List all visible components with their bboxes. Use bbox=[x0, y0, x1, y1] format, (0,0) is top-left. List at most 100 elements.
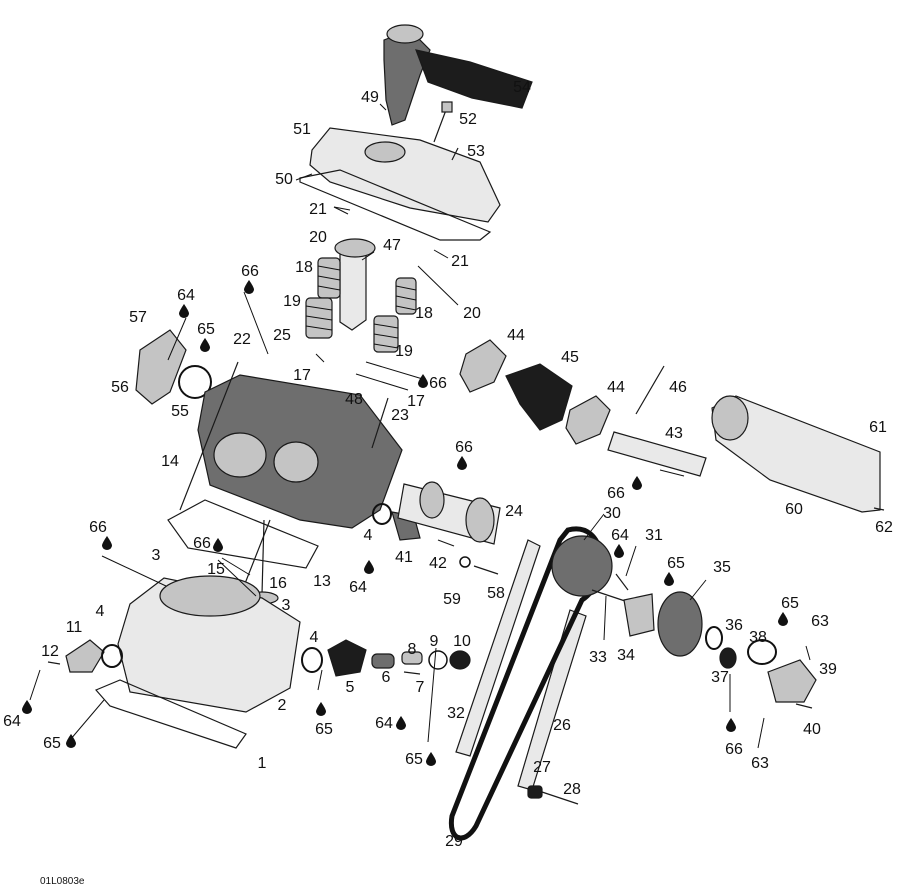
callout-1: 1 bbox=[258, 755, 267, 772]
callout-34: 34 bbox=[617, 647, 635, 664]
callout-66: 66 bbox=[193, 535, 211, 552]
part-59-washer bbox=[459, 556, 471, 568]
callout-57: 57 bbox=[129, 309, 147, 326]
part-53-screw bbox=[451, 147, 459, 161]
callout-47: 47 bbox=[383, 237, 401, 254]
callout-21: 21 bbox=[309, 201, 327, 218]
intake-port-left-icon bbox=[213, 432, 267, 478]
callout-44: 44 bbox=[607, 379, 625, 396]
part-45-rocker-shaft bbox=[505, 363, 573, 431]
part-29-timing-chain bbox=[448, 526, 604, 841]
part-52-bolt bbox=[433, 101, 453, 143]
callout-15: 15 bbox=[207, 561, 225, 578]
callout-17: 17 bbox=[293, 367, 311, 384]
callout-65: 65 bbox=[405, 751, 423, 768]
part-4-o-ring-mid bbox=[301, 647, 323, 673]
callout-2: 2 bbox=[278, 697, 287, 714]
part-46-bolt bbox=[635, 365, 665, 415]
lubricant-drop-icon bbox=[396, 716, 406, 730]
callout-43: 43 bbox=[665, 425, 683, 442]
callout-49: 49 bbox=[361, 89, 379, 106]
lubricant-drop-icon bbox=[213, 538, 223, 552]
part-56-housing bbox=[135, 329, 187, 405]
callout-65: 65 bbox=[197, 321, 215, 338]
lubricant-drop-icon bbox=[66, 734, 76, 748]
part-6-plunger bbox=[371, 653, 395, 669]
callout-53: 53 bbox=[467, 143, 485, 160]
callout-63: 63 bbox=[751, 755, 769, 772]
part-54-bracket bbox=[415, 49, 533, 109]
callout-10: 10 bbox=[453, 633, 471, 650]
part-19-spring-left bbox=[305, 297, 333, 339]
callout-66: 66 bbox=[725, 741, 743, 758]
callout-16: 16 bbox=[269, 575, 287, 592]
part-40-screw bbox=[795, 703, 813, 709]
callout-64: 64 bbox=[177, 287, 195, 304]
part-4-o-ring-right bbox=[372, 503, 392, 525]
callout-64: 64 bbox=[3, 713, 21, 730]
part-55-o-ring bbox=[178, 365, 212, 399]
callout-61: 61 bbox=[869, 419, 887, 436]
callout-26: 26 bbox=[553, 717, 571, 734]
callout-7: 7 bbox=[416, 679, 425, 696]
callout-13: 13 bbox=[313, 573, 331, 590]
part-7-pin bbox=[403, 671, 421, 675]
part-18-spring-left bbox=[317, 257, 341, 299]
callout-21: 21 bbox=[451, 253, 469, 270]
callout-12: 12 bbox=[41, 643, 59, 660]
callout-60: 60 bbox=[785, 501, 803, 518]
part-13-head-gasket bbox=[167, 499, 319, 569]
lubricant-drop-icon bbox=[102, 536, 112, 550]
callout-59: 59 bbox=[443, 591, 461, 608]
callout-22: 22 bbox=[233, 331, 251, 348]
part-36-washer bbox=[705, 626, 723, 650]
callout-66: 66 bbox=[241, 263, 259, 280]
part-43-shaft bbox=[607, 431, 707, 477]
part-26-tensioner-guide bbox=[517, 609, 587, 791]
callout-29: 29 bbox=[445, 833, 463, 850]
part-19-spring-right bbox=[373, 315, 399, 353]
part-32-chain-guide bbox=[455, 539, 541, 757]
callout-11: 11 bbox=[66, 619, 83, 636]
callout-3: 3 bbox=[152, 547, 161, 564]
part-10-plug bbox=[449, 650, 471, 670]
callout-44: 44 bbox=[507, 327, 525, 344]
callout-20: 20 bbox=[463, 305, 481, 322]
callout-46: 46 bbox=[669, 379, 687, 396]
lubricant-drop-icon bbox=[426, 752, 436, 766]
lubricant-drop-icon bbox=[22, 700, 32, 714]
callout-18: 18 bbox=[295, 259, 313, 276]
callout-45: 45 bbox=[561, 349, 579, 366]
callout-37: 37 bbox=[711, 669, 729, 686]
part-37-bearing bbox=[719, 647, 737, 669]
callout-4: 4 bbox=[96, 603, 105, 620]
callout-5: 5 bbox=[346, 679, 355, 696]
part-22-stud bbox=[179, 361, 239, 511]
part-39-pump bbox=[767, 659, 817, 703]
part-8-spring bbox=[401, 651, 423, 665]
callout-64: 64 bbox=[349, 579, 367, 596]
part-44-rocker-left bbox=[459, 339, 507, 393]
cover-cap-icon bbox=[364, 141, 406, 163]
part-30-sprocket bbox=[551, 535, 613, 597]
callout-33: 33 bbox=[589, 649, 607, 666]
callout-66: 66 bbox=[607, 485, 625, 502]
callout-52: 52 bbox=[459, 111, 477, 128]
part-31-bolt bbox=[615, 573, 629, 591]
leader-lines bbox=[29, 103, 811, 749]
lubricant-drop-icon bbox=[364, 560, 374, 574]
callout-42: 42 bbox=[429, 555, 447, 572]
callout-30: 30 bbox=[603, 505, 621, 522]
callout-65: 65 bbox=[43, 735, 61, 752]
callout-35: 35 bbox=[713, 559, 731, 576]
drawing-code: 01L0803e bbox=[40, 876, 85, 887]
part-50-gasket bbox=[299, 169, 492, 241]
callout-66: 66 bbox=[89, 519, 107, 536]
part-44-rocker-right bbox=[565, 395, 611, 445]
intake-port-right-icon bbox=[273, 441, 319, 483]
callout-41: 41 bbox=[395, 549, 413, 566]
callout-31: 31 bbox=[645, 527, 663, 544]
callout-38: 38 bbox=[749, 629, 767, 646]
callout-28: 28 bbox=[563, 781, 581, 798]
